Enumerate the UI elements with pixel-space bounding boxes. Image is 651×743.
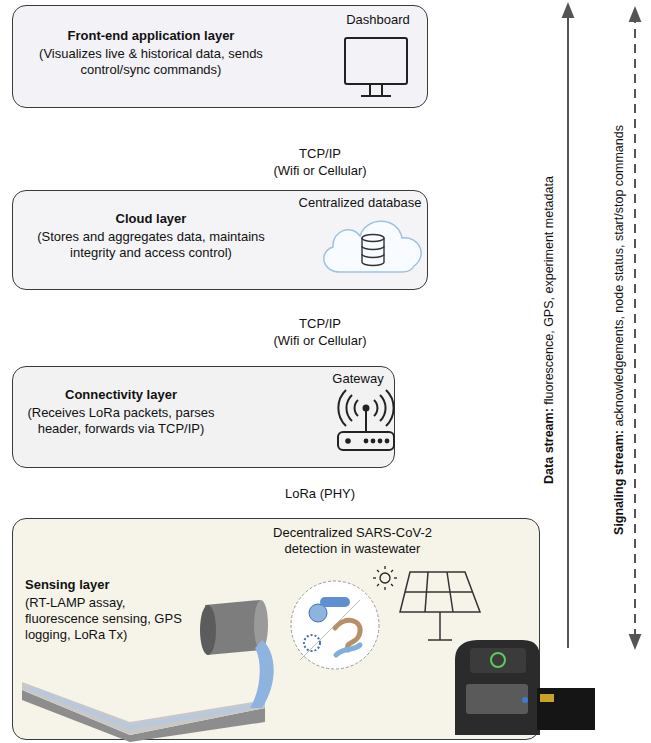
signaling-stream-arrow xyxy=(634,14,636,642)
layer-description: (Receives LoRa packets, parses header, f… xyxy=(21,405,221,437)
gateway-icon xyxy=(338,390,394,450)
cloud-icon xyxy=(324,221,421,272)
protocol-label: TCP/IP xyxy=(299,146,341,162)
protocol-label: (Wifi or Cellular) xyxy=(273,163,366,179)
icon-label: Gateway xyxy=(328,371,388,387)
protocol-label: TCP/IP xyxy=(299,316,341,332)
stream-label: Signaling stream: acknowledgements, node… xyxy=(612,125,626,535)
stream-name: Data stream: xyxy=(542,408,556,484)
icon-label: Centralized database xyxy=(295,195,425,211)
layer-box: Connectivity layer (Receives LoRa packets… xyxy=(12,366,395,468)
icon-label: Dashboard xyxy=(333,12,423,28)
layer-heading: Front-end application layer xyxy=(21,28,281,44)
stream-label: Data stream: fluorescence, GPS, experime… xyxy=(542,176,556,484)
layer-heading: Sensing layer xyxy=(25,577,195,593)
wastewater-illustration xyxy=(22,566,595,742)
layer-description: (Stores and aggregates data, maintains i… xyxy=(21,229,281,261)
data-stream-arrow xyxy=(567,10,569,648)
monitor-icon xyxy=(345,38,407,96)
stream-name: Signaling stream: xyxy=(612,430,626,535)
layer-description: (RT-LAMP assay, fluorescence sensing, GP… xyxy=(25,595,185,643)
protocol-label: LoRa (PHY) xyxy=(285,486,355,502)
icon-label: Decentralized SARS-CoV-2 detection in wa… xyxy=(245,525,460,557)
stream-contents: fluorescence, GPS, experiment metadata xyxy=(542,176,556,405)
layer-heading: Cloud layer xyxy=(21,211,281,227)
layer-heading: Connectivity layer xyxy=(21,387,221,403)
layer-box: Front-end application layer (Visualizes l… xyxy=(12,5,428,108)
stream-contents: acknowledgements, node status, start/sto… xyxy=(612,125,626,427)
layer-description: (Visualizes live & historical data, send… xyxy=(21,46,281,78)
protocol-label: (Wifi or Cellular) xyxy=(273,333,366,349)
